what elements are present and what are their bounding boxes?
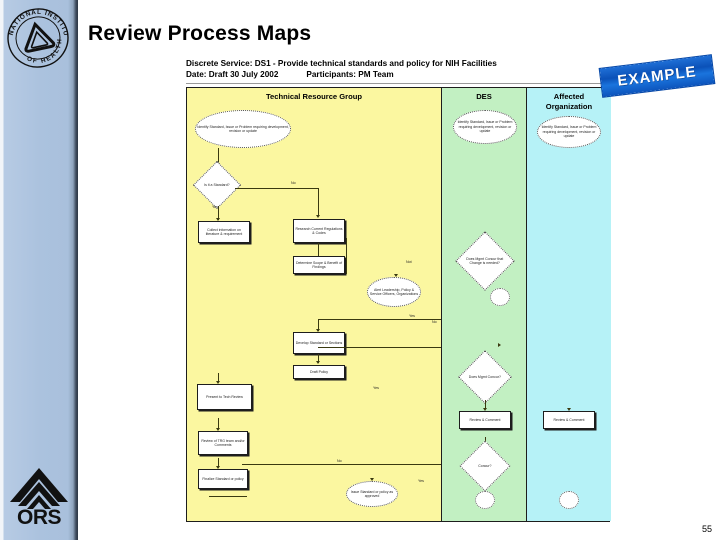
ors-logo: ORS <box>10 468 68 528</box>
node-research-current-regulations: Research Current Regulations & Codes <box>293 219 345 243</box>
node-review-comments: Review of TRG team and/or Comments <box>198 431 248 455</box>
edge-label-yes-left: Yes <box>212 205 218 209</box>
edge-label-no-mid: No <box>432 320 437 324</box>
swimlane-technical-resource-group: Technical Resource Group Identify Standa… <box>187 88 443 521</box>
edge-label-yes-bottom: Yes <box>418 479 424 483</box>
swimlane-des: DES Identify Standard, Issue or Problem … <box>441 88 527 521</box>
slide-sidebar: NATIONAL INSTITUTES OF HEALTH ORS <box>0 0 78 540</box>
node-des-start: Identify Standard, Issue or Problem requ… <box>453 110 517 144</box>
header-participants: Participants: PM Team <box>306 70 394 79</box>
node-finalize-policy: Finalize Standard or policy <box>198 469 248 489</box>
node-des-review-comment: Review & Comment <box>459 411 511 429</box>
lane-title-trg: Technical Resource Group <box>265 92 363 101</box>
node-determine-scope: Determine Scope & Benefit of Findings <box>293 256 345 274</box>
edge-label-no-low: No <box>337 459 342 463</box>
node-trg-start: Identify Standard, Issue or Problem requ… <box>195 110 291 148</box>
lane-title-affected-organization: Affected Organization <box>545 92 593 111</box>
process-map-figure: Discrete Service: DS1 - Provide technica… <box>186 58 611 522</box>
header-date-participants-line: Date: Draft 30 July 2002 Participants: PM… <box>186 69 610 80</box>
node-aff-start: Identify Standard, Issue or Problem requ… <box>537 116 601 148</box>
svg-text:ORS: ORS <box>17 506 62 528</box>
node-des-mgmt-change-needed: Does Mgmt Concur that Change is needed? <box>455 231 515 291</box>
node-draft-policy: Draft Policy <box>293 365 345 379</box>
edge-label-not-mid: Not <box>406 260 412 264</box>
nih-seal-logo: NATIONAL INSTITUTES OF HEALTH <box>4 4 69 68</box>
node-collect-information: Collect information on literature & requ… <box>198 221 250 243</box>
header-service-line: Discrete Service: DS1 - Provide technica… <box>186 59 497 68</box>
header-divider <box>186 83 610 84</box>
page-number: 55 <box>701 524 712 534</box>
node-concur: Concur? <box>459 440 511 492</box>
node-connector-circle-aff <box>559 491 579 509</box>
node-present-to-tech-review: Present to Tech Review <box>197 384 252 410</box>
example-banner: EXAMPLE <box>599 55 715 97</box>
node-alert-leadership: Alert Leadership, Policy & Service Offic… <box>367 277 421 307</box>
swimlane-affected-organization: Affected Organization Identify Standard,… <box>527 88 611 521</box>
node-connector-circle-des-1 <box>490 288 510 306</box>
edge-label-no-top: No <box>291 181 296 185</box>
swimlane-container: Technical Resource Group Identify Standa… <box>186 87 611 522</box>
edge-label-yes-low: Yes <box>373 386 379 390</box>
node-does-mgmt-concur: Does Mgmt Concur? <box>458 350 512 404</box>
edge-label-yes-mid: Yes <box>409 314 415 318</box>
lane-title-des: DES <box>476 92 492 101</box>
node-develop-standard: Develop Standard or Sections <box>293 332 345 354</box>
process-map-header: Discrete Service: DS1 - Provide technica… <box>186 58 610 84</box>
node-aff-review-comment: Review & Comment <box>543 411 595 429</box>
node-connector-circle-des-2 <box>475 491 495 509</box>
header-date: Date: Draft 30 July 2002 <box>186 70 279 79</box>
node-issue-standard: Issue Standard or policy as approved <box>346 481 398 507</box>
node-is-standard: Is it a Standard? <box>192 160 242 210</box>
example-banner-label: EXAMPLE <box>616 62 698 90</box>
page-title: Review Process Maps <box>88 22 312 45</box>
